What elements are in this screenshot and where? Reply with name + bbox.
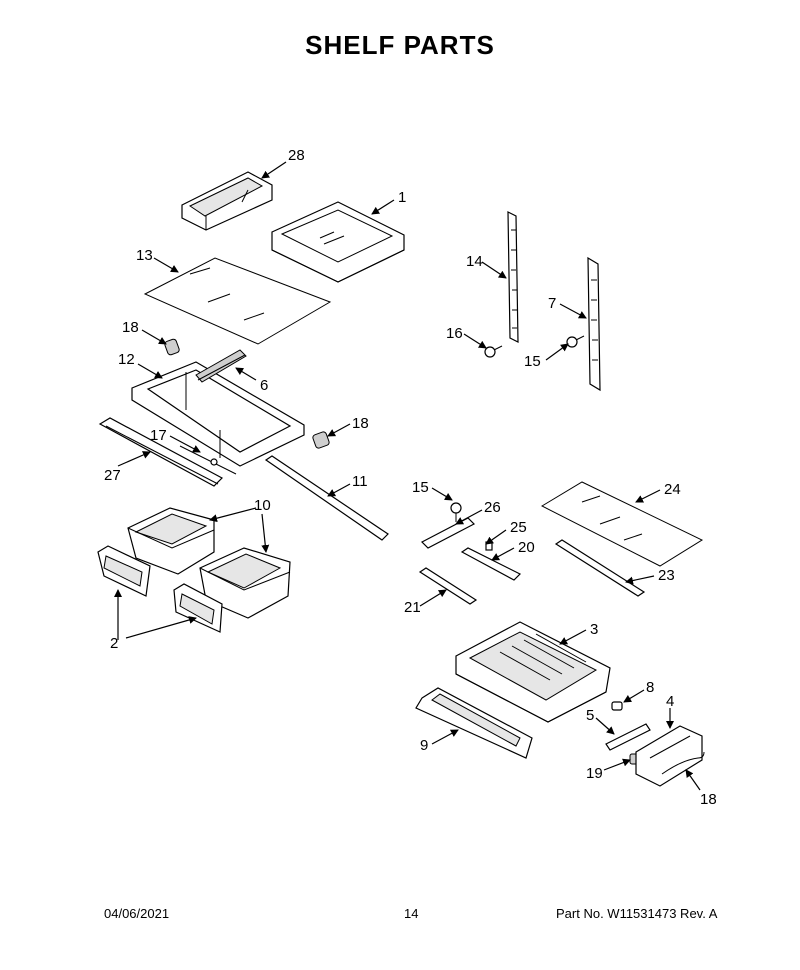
callout-20: 19 [586,765,603,782]
part-2-drawer-front-right [173,583,223,633]
callout-18-lower: 18 [352,415,369,432]
part-27-front-trim [98,417,223,487]
part-18-end-cap-upper [164,338,180,356]
footer-part-number: Part No. W11531473 Rev. A [556,906,718,921]
callout-9: 9 [420,737,428,754]
part-15-screw-lower [450,502,462,522]
part-2-drawer-front-left [97,545,151,597]
callout-1: 1 [398,189,406,206]
part-7-shelf-ladder [587,256,601,392]
page-title: SHELF PARTS [305,30,495,60]
part-19-wire-harness [661,751,705,775]
callout-13: 13 [136,247,153,264]
callout-16: 16 [446,325,463,342]
callout-22: 21 [404,599,421,616]
callout-10: 10 [254,497,271,514]
callout-18-upper: 18 [122,319,139,336]
part-12-shelf-frame [131,361,305,467]
part-23-shelf-trim [554,539,646,597]
callout-labels: 28 1 13 18 12 6 18 17 27 11 10 2 14 16 7… [104,147,717,808]
callout-25: 25 [510,519,527,536]
callout-28: 28 [288,147,305,164]
callout-17: 17 [150,427,167,444]
callout-15-upper: 15 [524,353,541,370]
callout-19: 18 [700,791,717,808]
callout-8: 8 [646,679,654,696]
part-16-screw [484,345,503,358]
callout-21: 20 [518,539,535,556]
callout-3: 3 [590,621,598,638]
part-1-shelf-assembly [271,201,405,283]
part-8-screw [611,701,623,711]
callout-7: 7 [548,295,556,312]
part-24-glass-shelf [540,481,704,567]
callout-14: 14 [466,253,483,270]
part-10-crisper-drawer-right [199,547,291,619]
part-22-rail [418,567,478,605]
part-26-bracket [420,517,476,549]
callout-15-lower: 15 [412,479,429,496]
leader-lines [114,161,701,791]
callout-5: 5 [586,707,594,724]
part-13-glass-shelf [143,257,332,345]
part-17-latch-rod [179,445,237,475]
footer-date: 04/06/2021 [104,906,170,921]
callout-4: 4 [666,693,674,710]
callout-27: 27 [104,467,121,484]
part-9-drawer-front [415,687,533,759]
callout-26: 26 [484,499,501,516]
callout-23: 23 [658,567,675,584]
part-18-end-cap-lower [312,431,330,449]
callout-2: 2 [110,635,118,652]
callout-24: 24 [664,481,681,498]
callout-11: 11 [352,473,368,490]
part-15-screw-upper [566,335,585,348]
part-3-pantry-drawer [455,621,611,723]
callout-6: 6 [260,377,268,394]
footer-page-number: 14 [404,906,419,921]
part-14-shelf-ladder [507,211,519,343]
part-6-slide-rail [195,349,247,383]
part-11-trim-strip [264,455,389,541]
part-10-crisper-drawer-left [127,507,215,575]
callout-12: 12 [118,351,135,368]
part-4-control-housing [635,725,703,787]
part-21-rail [460,547,522,581]
part-5-slide [605,723,651,751]
part-28-door-bin [181,171,273,231]
